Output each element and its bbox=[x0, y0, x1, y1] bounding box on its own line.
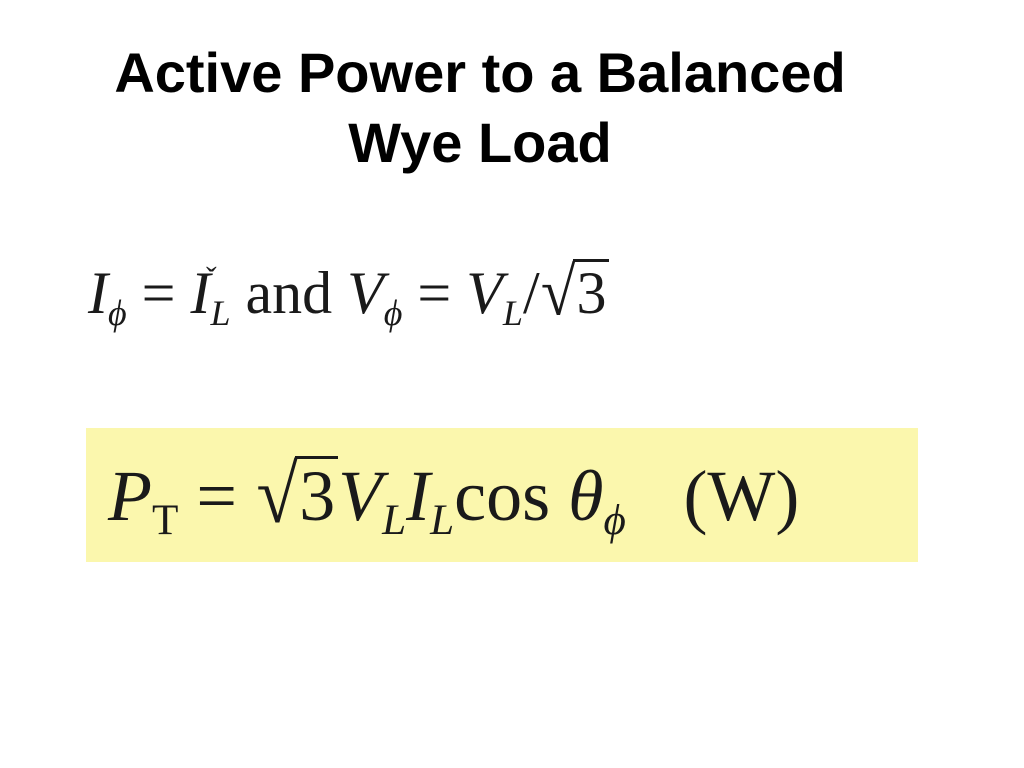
phase-current-subscript: ϕ bbox=[107, 292, 127, 333]
radicand: 3 bbox=[294, 455, 339, 532]
equals-sign: = bbox=[141, 260, 176, 326]
radicand: 3 bbox=[572, 258, 609, 323]
equals-sign: = bbox=[196, 456, 237, 537]
total-power-symbol: P bbox=[108, 456, 152, 537]
line-current-symbol: I bbox=[406, 456, 431, 537]
square-root: √3 bbox=[255, 450, 339, 541]
unit-label: (W) bbox=[683, 456, 800, 537]
line-voltage-subscript: L bbox=[502, 292, 523, 333]
division-slash: / bbox=[522, 260, 540, 326]
phase-current-symbol: I bbox=[88, 260, 108, 326]
active-power-equation: PT = √3VLILcos θϕ (W) bbox=[108, 450, 800, 544]
phase-angle-subscript: ϕ bbox=[603, 497, 626, 544]
title-line-2: Wye Load bbox=[348, 111, 612, 174]
line-voltage-symbol: V bbox=[338, 456, 383, 537]
cosine-function: cos bbox=[454, 456, 551, 537]
line-current-subscript: L bbox=[210, 292, 231, 333]
phase-voltage-symbol: V bbox=[347, 260, 384, 326]
total-power-subscript: T bbox=[151, 497, 179, 544]
line-voltage-symbol: V bbox=[466, 260, 503, 326]
equation-accent-mark: ˇ bbox=[206, 260, 217, 296]
active-power-formula-box: PT = √3VLILcos θϕ (W) bbox=[86, 428, 918, 562]
radical-sign: √ bbox=[256, 450, 298, 541]
line-voltage-subscript: L bbox=[382, 497, 407, 544]
conjunction-text: and bbox=[245, 260, 333, 326]
title-line-1: Active Power to a Balanced bbox=[114, 41, 846, 104]
phase-relations-equation: ˇ Iϕ = IL and Vϕ = VL/√3 bbox=[88, 252, 609, 333]
radical-sign: √ bbox=[540, 254, 576, 330]
phase-angle-symbol: θ bbox=[568, 456, 604, 537]
square-root: √3 bbox=[540, 252, 609, 333]
line-current-subscript: L bbox=[430, 497, 455, 544]
equals-sign: = bbox=[417, 260, 452, 326]
slide-title: Active Power to a Balanced Wye Load bbox=[40, 38, 920, 178]
line-current-symbol: I bbox=[190, 260, 211, 326]
phase-voltage-subscript: ϕ bbox=[383, 292, 403, 333]
